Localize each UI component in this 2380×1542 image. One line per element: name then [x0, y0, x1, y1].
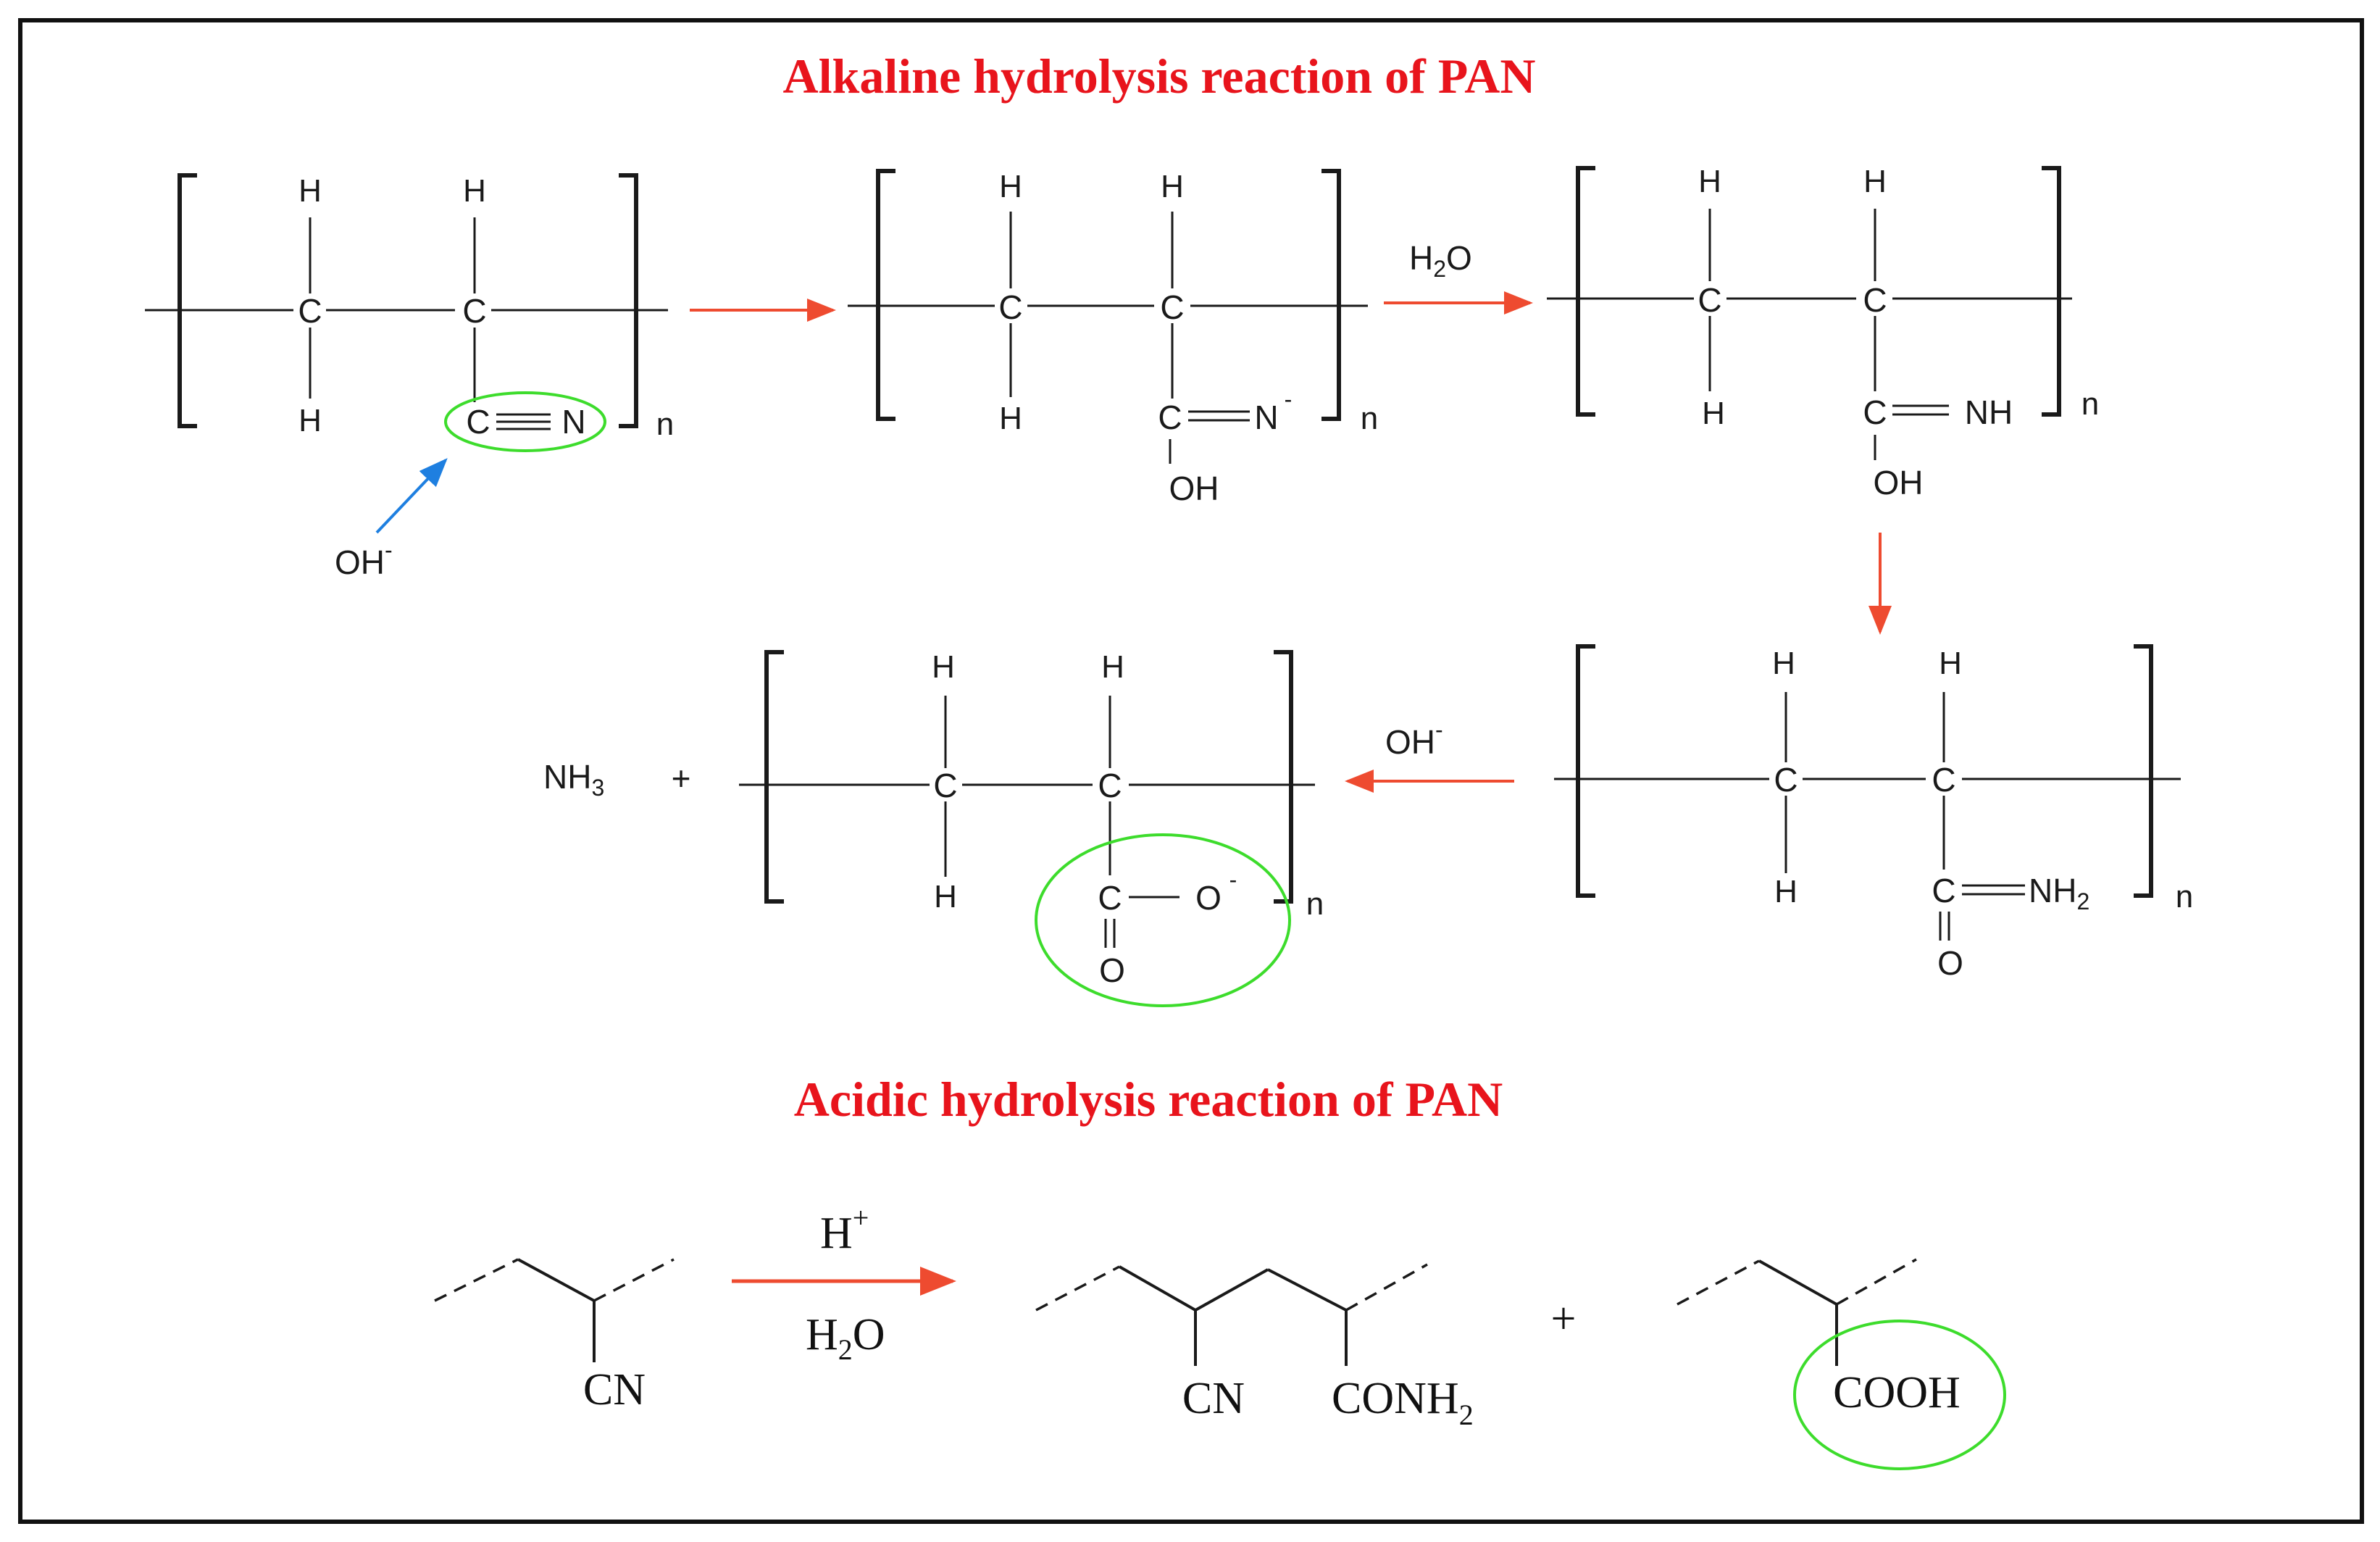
svg-text:H: H [1772, 646, 1795, 681]
left-bracket [1576, 644, 1595, 898]
svg-text:H: H [298, 403, 322, 438]
svg-text:N: N [1254, 399, 1278, 436]
svg-text:C: C [1698, 281, 1721, 319]
svg-text:n: n [1306, 886, 1324, 922]
svg-text:CN: CN [1182, 1374, 1245, 1423]
svg-text:CONH2: CONH2 [1332, 1374, 1474, 1431]
svg-text:H: H [1863, 164, 1887, 199]
svg-text:OH: OH [1874, 464, 1924, 501]
svg-text:H: H [1939, 646, 1962, 681]
proton-label: H+ [820, 1201, 869, 1258]
structure-carboxylate: C C H H H C O - O n [739, 649, 1324, 1007]
svg-text:-: - [1229, 867, 1237, 893]
svg-text:H: H [1101, 649, 1124, 685]
svg-text:C: C [933, 767, 957, 804]
svg-text:C: C [998, 288, 1022, 326]
svg-text:H: H [1774, 874, 1797, 909]
svg-text:C: C [466, 403, 490, 441]
svg-text:H: H [1702, 396, 1725, 431]
svg-text:O: O [1195, 879, 1222, 917]
left-bracket [1576, 166, 1595, 417]
svg-text:H: H [999, 401, 1022, 436]
ammonia-label: NH3 [543, 758, 604, 801]
right-bracket [619, 173, 638, 428]
acidic-water-label: H2O [806, 1310, 885, 1366]
structure-imidic-acid: C C H H H C NH OH n [1547, 164, 2099, 501]
hydroxide-attack-arrow [375, 458, 448, 534]
frame-border [18, 18, 2364, 1524]
svg-text:H: H [463, 173, 486, 209]
water-label-1: H2O [1409, 239, 1472, 282]
carboxylate-highlight [1035, 833, 1291, 1007]
svg-text:C: C [1098, 767, 1122, 804]
svg-text:C: C [1160, 288, 1184, 326]
svg-text:H: H [934, 879, 957, 914]
left-bracket [876, 169, 895, 421]
svg-text:C: C [462, 292, 486, 330]
right-bracket [1274, 650, 1293, 904]
hydroxide-label-2: OH- [1385, 717, 1443, 761]
right-bracket [2042, 166, 2061, 417]
svg-text:C: C [298, 292, 322, 330]
svg-text:H: H [999, 169, 1022, 204]
svg-text:C: C [1932, 761, 1955, 799]
carboxylic-acid-highlight [1793, 1320, 2006, 1470]
acidic-product-amide: CN CONH2 [1035, 1263, 1474, 1431]
svg-text:NH2: NH2 [2029, 872, 2089, 914]
svg-text:H: H [298, 173, 322, 209]
svg-text:O: O [1099, 951, 1125, 989]
svg-text:CN: CN [583, 1365, 646, 1414]
structure-amide: C C H H H C NH2 O n [1554, 644, 2193, 982]
nitrile-highlight [444, 391, 606, 452]
svg-text:N: N [561, 403, 585, 441]
svg-text:-: - [1285, 386, 1293, 412]
svg-text:n: n [2082, 386, 2099, 422]
svg-text:C: C [1098, 879, 1122, 917]
hydroxide-attack-label: OH- [335, 537, 393, 581]
svg-text:O: O [1937, 944, 1963, 982]
svg-text:H: H [1161, 169, 1184, 204]
svg-text:C: C [1158, 399, 1182, 436]
left-bracket [178, 173, 197, 428]
svg-text:n: n [2176, 879, 2193, 914]
acidic-reactant: CN [434, 1258, 675, 1414]
left-bracket [764, 650, 784, 904]
alkaline-title: Alkaline hydrolysis reaction of PAN [783, 49, 1536, 104]
svg-text:H: H [1698, 164, 1721, 199]
right-bracket [1321, 169, 1341, 421]
svg-text:OH: OH [1169, 470, 1219, 507]
svg-text:COOH: COOH [1833, 1368, 1961, 1417]
svg-text:C: C [1932, 872, 1955, 909]
ammonia-plus-sign: + [672, 759, 691, 797]
right-bracket [2134, 644, 2153, 898]
svg-text:n: n [1361, 401, 1378, 436]
svg-text:n: n [656, 407, 674, 442]
svg-text:H: H [932, 649, 955, 685]
svg-text:C: C [1863, 281, 1887, 319]
acidic-product-acid: COOH [1677, 1258, 2006, 1470]
structure-imidate-anion: C C H H H C N - OH n [848, 169, 1378, 507]
svg-text:C: C [1774, 761, 1797, 799]
acidic-plus-sign: + [1551, 1294, 1577, 1343]
svg-text:NH: NH [1965, 393, 2013, 431]
acidic-title: Acidic hydrolysis reaction of PAN [794, 1072, 1503, 1127]
svg-text:C: C [1863, 393, 1887, 431]
structure-pan: C C H H H C N n [145, 173, 674, 452]
